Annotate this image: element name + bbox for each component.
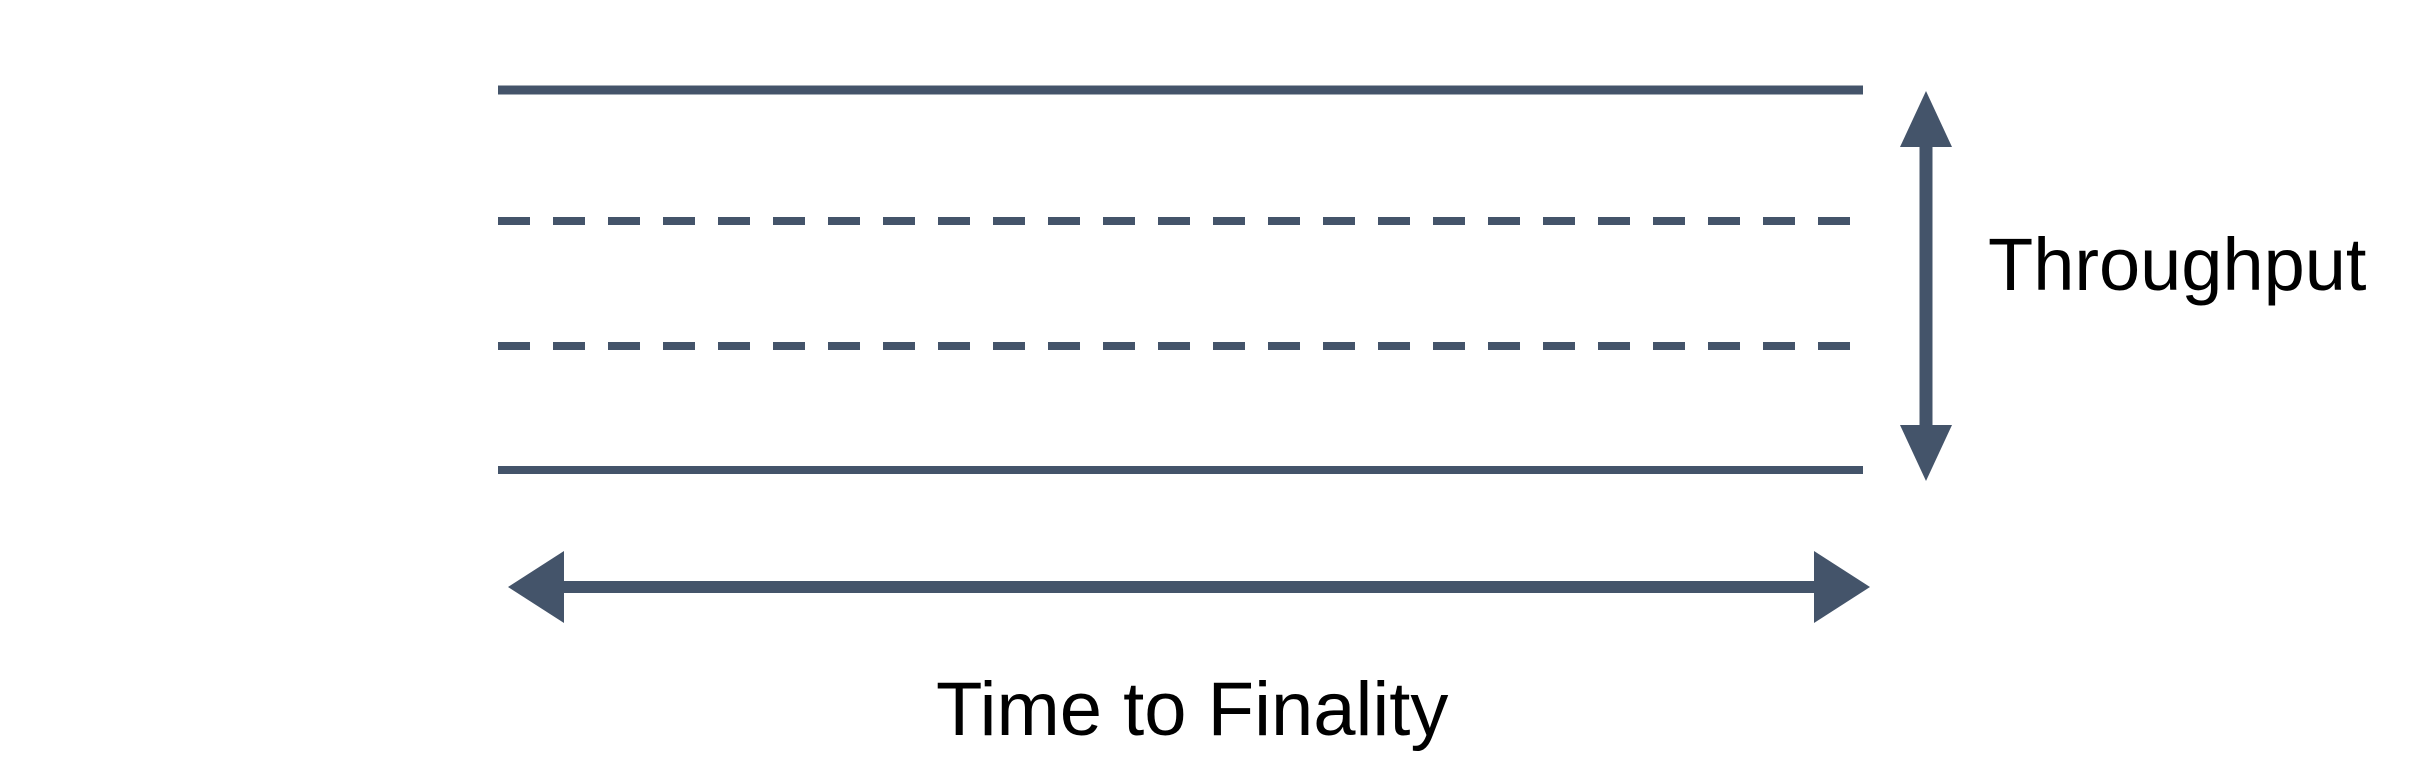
- throughput-arrow-shaft: [1919, 141, 1933, 431]
- throughput-axis-label: Throughput: [1988, 223, 2367, 306]
- throughput-arrow-head-down: [1900, 425, 1952, 481]
- throughput-arrow-head-up: [1900, 91, 1952, 147]
- lane-lines-group: [498, 85, 1863, 474]
- time-to-finality-axis-label: Time to Finality: [936, 667, 1449, 752]
- time-to-finality-arrow-head-left: [508, 551, 564, 623]
- time-to-finality-arrow: [508, 551, 1870, 623]
- time-to-finality-arrow-head-right: [1814, 551, 1870, 623]
- throughput-arrow: [1900, 91, 1952, 481]
- time-to-finality-arrow-shaft: [560, 581, 1818, 593]
